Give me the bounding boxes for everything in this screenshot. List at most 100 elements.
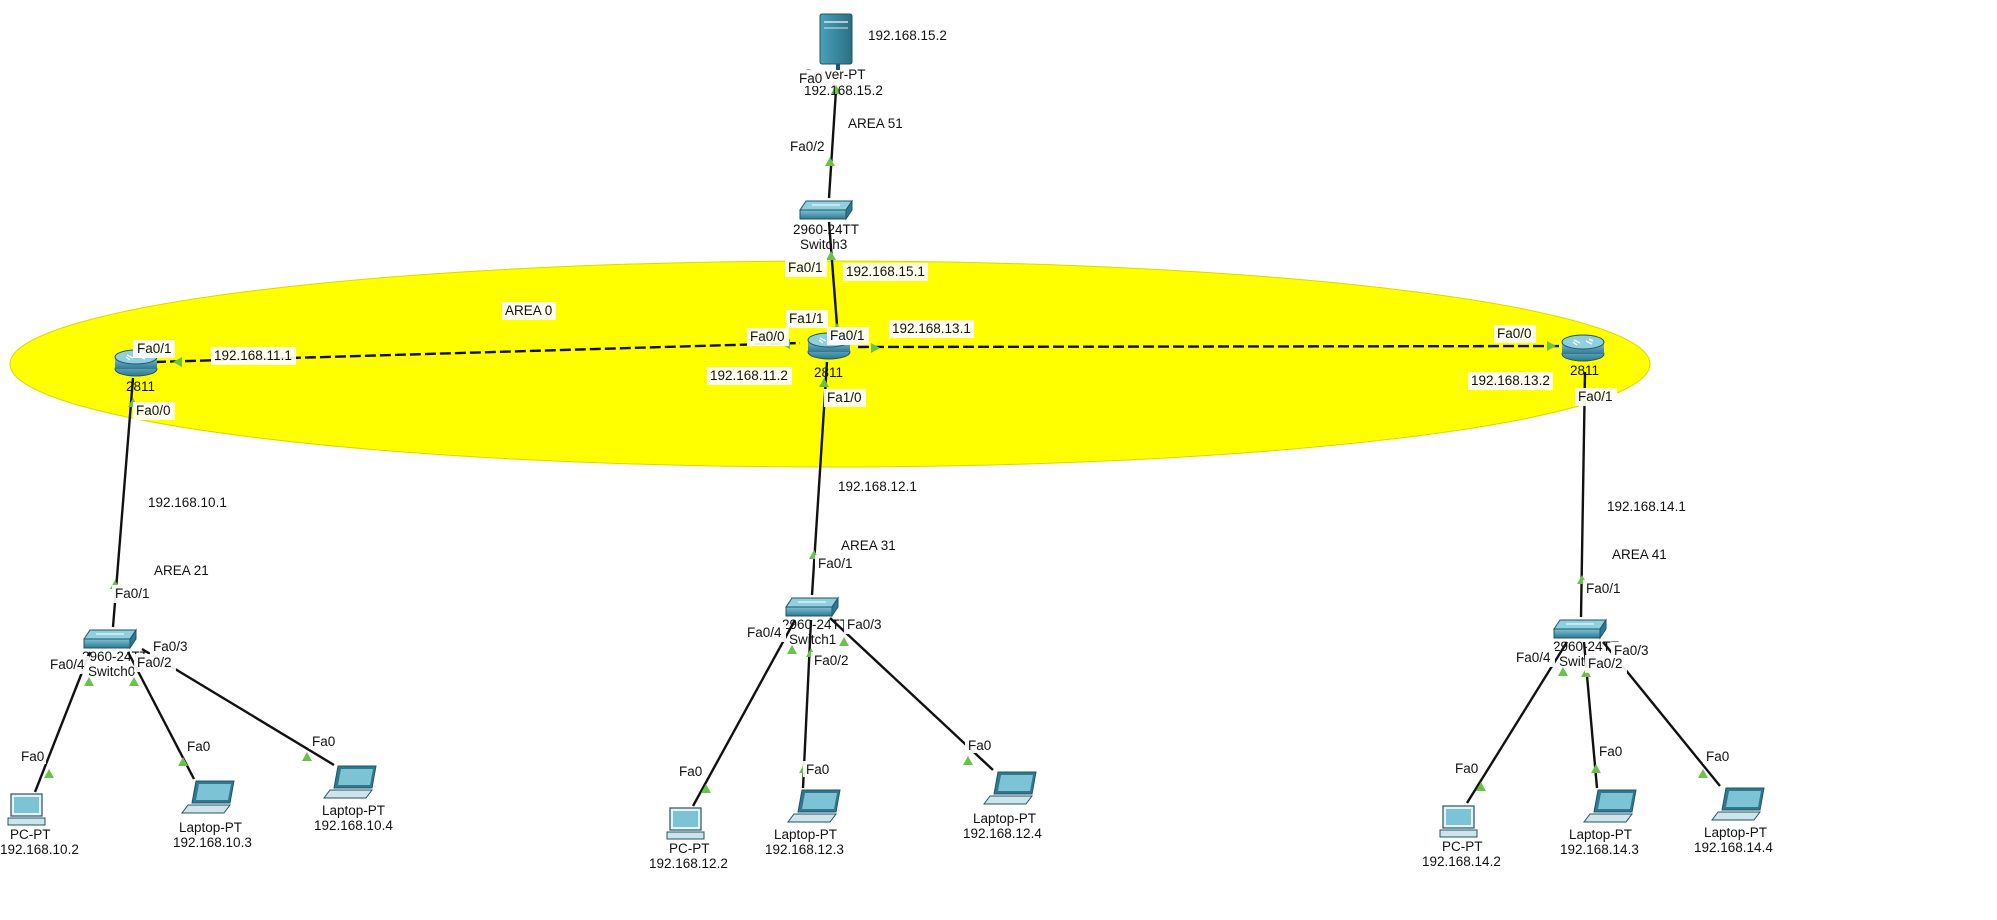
router-center-port-up-label: Fa1/1 xyxy=(789,311,824,326)
laptop-icon xyxy=(983,771,1037,805)
router-left-ip-down-label: 192.168.10.1 xyxy=(148,495,227,510)
link-up-marker xyxy=(831,85,841,94)
switch-center-device[interactable] xyxy=(785,596,839,618)
host-right-3-ip-label: 192.168.14.4 xyxy=(1694,840,1773,855)
host-left-3-ip-label: 192.168.10.4 xyxy=(314,818,393,833)
router-right-ip-down-label: 192.168.14.1 xyxy=(1607,499,1686,514)
pc-right-device[interactable] xyxy=(1439,805,1478,838)
switch-icon xyxy=(785,596,839,618)
router-icon xyxy=(1561,334,1605,362)
link-up-marker xyxy=(173,357,182,367)
switch-center-name-label: Switch1 xyxy=(789,632,836,647)
laptop-icon xyxy=(1711,787,1765,821)
router-center-ip-right-label: 192.168.13.1 xyxy=(892,321,971,336)
link-up-marker xyxy=(825,157,835,166)
link-r0-r2[interactable] xyxy=(857,344,1573,349)
router-icon xyxy=(807,332,851,360)
host-left-1-type-label: PC-PT xyxy=(10,827,51,842)
host-left-2-type-label: Laptop-PT xyxy=(179,820,242,835)
router-center-port-right-label: Fa0/1 xyxy=(830,328,865,343)
area0-zone xyxy=(9,260,1651,468)
router-center-device[interactable] xyxy=(807,332,851,360)
host-center-1-port-label: Fa0 xyxy=(679,764,702,779)
laptop-center-2-device[interactable] xyxy=(983,771,1037,805)
switch3-port-down-label: Fa0/1 xyxy=(788,260,823,275)
link-up-marker xyxy=(701,784,711,793)
switch-center-p4-label: Fa0/4 xyxy=(747,625,782,640)
link-switch1-laptop1[interactable] xyxy=(801,619,813,789)
router-right-model-label: 2811 xyxy=(1570,363,1599,378)
pc-icon xyxy=(666,807,705,840)
switch-right-p3-label: Fa0/3 xyxy=(1614,643,1649,658)
switch-left-p1-label: Fa0/1 xyxy=(115,586,150,601)
router-right-ip-left-label: 192.168.13.2 xyxy=(1471,373,1550,388)
laptop-right-1-device[interactable] xyxy=(1583,789,1637,823)
router-right-port-left-label: Fa0/0 xyxy=(1497,326,1532,341)
link-up-marker xyxy=(1558,667,1568,676)
host-right-1-port-label: Fa0 xyxy=(1455,761,1478,776)
link-up-marker xyxy=(819,378,829,387)
host-center-2-port-label: Fa0 xyxy=(806,762,829,777)
switch-left-name-label: Switch0 xyxy=(88,664,135,679)
host-center-1-ip-label: 192.168.12.2 xyxy=(649,856,728,871)
host-left-1-ip-label: 192.168.10.2 xyxy=(0,842,79,857)
host-right-2-port-label: Fa0 xyxy=(1599,744,1622,759)
link-up-marker xyxy=(1476,782,1486,791)
switch-left-p2-label: Fa0/2 xyxy=(137,655,172,670)
link-up-marker xyxy=(44,769,54,778)
server-ip-label: 192.168.15.2 xyxy=(868,28,947,43)
host-left-3-type-label: Laptop-PT xyxy=(322,803,385,818)
laptop-right-2-device[interactable] xyxy=(1711,787,1765,821)
area0-label: AREA 0 xyxy=(505,303,552,318)
host-center-2-ip-label: 192.168.12.3 xyxy=(765,842,844,857)
switch-right-p4-label: Fa0/4 xyxy=(1516,650,1551,665)
router-center-port-left-label: Fa0/0 xyxy=(750,329,785,344)
pc-center-device[interactable] xyxy=(666,807,705,840)
switch-icon xyxy=(1553,618,1607,640)
link-up-marker xyxy=(963,756,973,765)
server-icon xyxy=(819,13,853,70)
link-server-switch3[interactable] xyxy=(827,89,838,199)
switch3-device[interactable] xyxy=(799,199,853,221)
router-center-ip-left-label: 192.168.11.2 xyxy=(710,368,788,383)
router-right-device[interactable] xyxy=(1561,334,1605,362)
host-right-1-type-label: PC-PT xyxy=(1442,839,1483,854)
link-up-marker xyxy=(178,757,188,766)
switch-center-model-label: 2960-24TT xyxy=(782,617,848,632)
router-left-ip-right-label: 192.168.11.1 xyxy=(214,348,292,363)
link-switch2-pc[interactable] xyxy=(1465,641,1569,804)
switch-left-device[interactable] xyxy=(83,628,137,650)
laptop-left-1-device[interactable] xyxy=(181,780,235,814)
area31-label: AREA 31 xyxy=(841,538,896,553)
link-switch1-pc[interactable] xyxy=(691,619,797,807)
link-up-marker xyxy=(839,637,849,646)
host-left-3-port-label: Fa0 xyxy=(312,734,335,749)
area41-label: AREA 41 xyxy=(1612,547,1667,562)
switch-icon xyxy=(799,199,853,221)
link-up-marker xyxy=(826,251,836,260)
switch-center-p2-label: Fa0/2 xyxy=(814,653,849,668)
area51-label: AREA 51 xyxy=(848,116,903,131)
host-left-2-port-label: Fa0 xyxy=(187,739,210,754)
area21-label: AREA 21 xyxy=(154,563,209,578)
host-center-2-type-label: Laptop-PT xyxy=(774,827,837,842)
link-up-marker xyxy=(1698,769,1708,778)
laptop-left-2-device[interactable] xyxy=(323,765,377,799)
switch-right-device[interactable] xyxy=(1553,618,1607,640)
switch-left-model-label: 2960-24TT xyxy=(82,649,148,664)
pc-icon xyxy=(7,793,46,826)
link-up-marker xyxy=(84,677,94,686)
router-center-model-label: 2811 xyxy=(814,365,843,380)
link-switch0-pc[interactable] xyxy=(33,651,92,793)
router-left-model-label: 2811 xyxy=(126,379,155,394)
laptop-icon xyxy=(1583,789,1637,823)
link-switch3-r0[interactable] xyxy=(827,221,840,339)
server-port-label: Fa0 xyxy=(799,71,822,86)
switch-left-p3-label: Fa0/3 xyxy=(153,639,188,654)
host-right-3-port-label: Fa0 xyxy=(1706,749,1729,764)
laptop-center-1-device[interactable] xyxy=(787,789,841,823)
switch-left-p4-label: Fa0/4 xyxy=(50,657,85,672)
server-device[interactable] xyxy=(819,13,853,70)
host-left-2-ip-label: 192.168.10.3 xyxy=(173,835,252,850)
pc-left-device[interactable] xyxy=(7,793,46,826)
